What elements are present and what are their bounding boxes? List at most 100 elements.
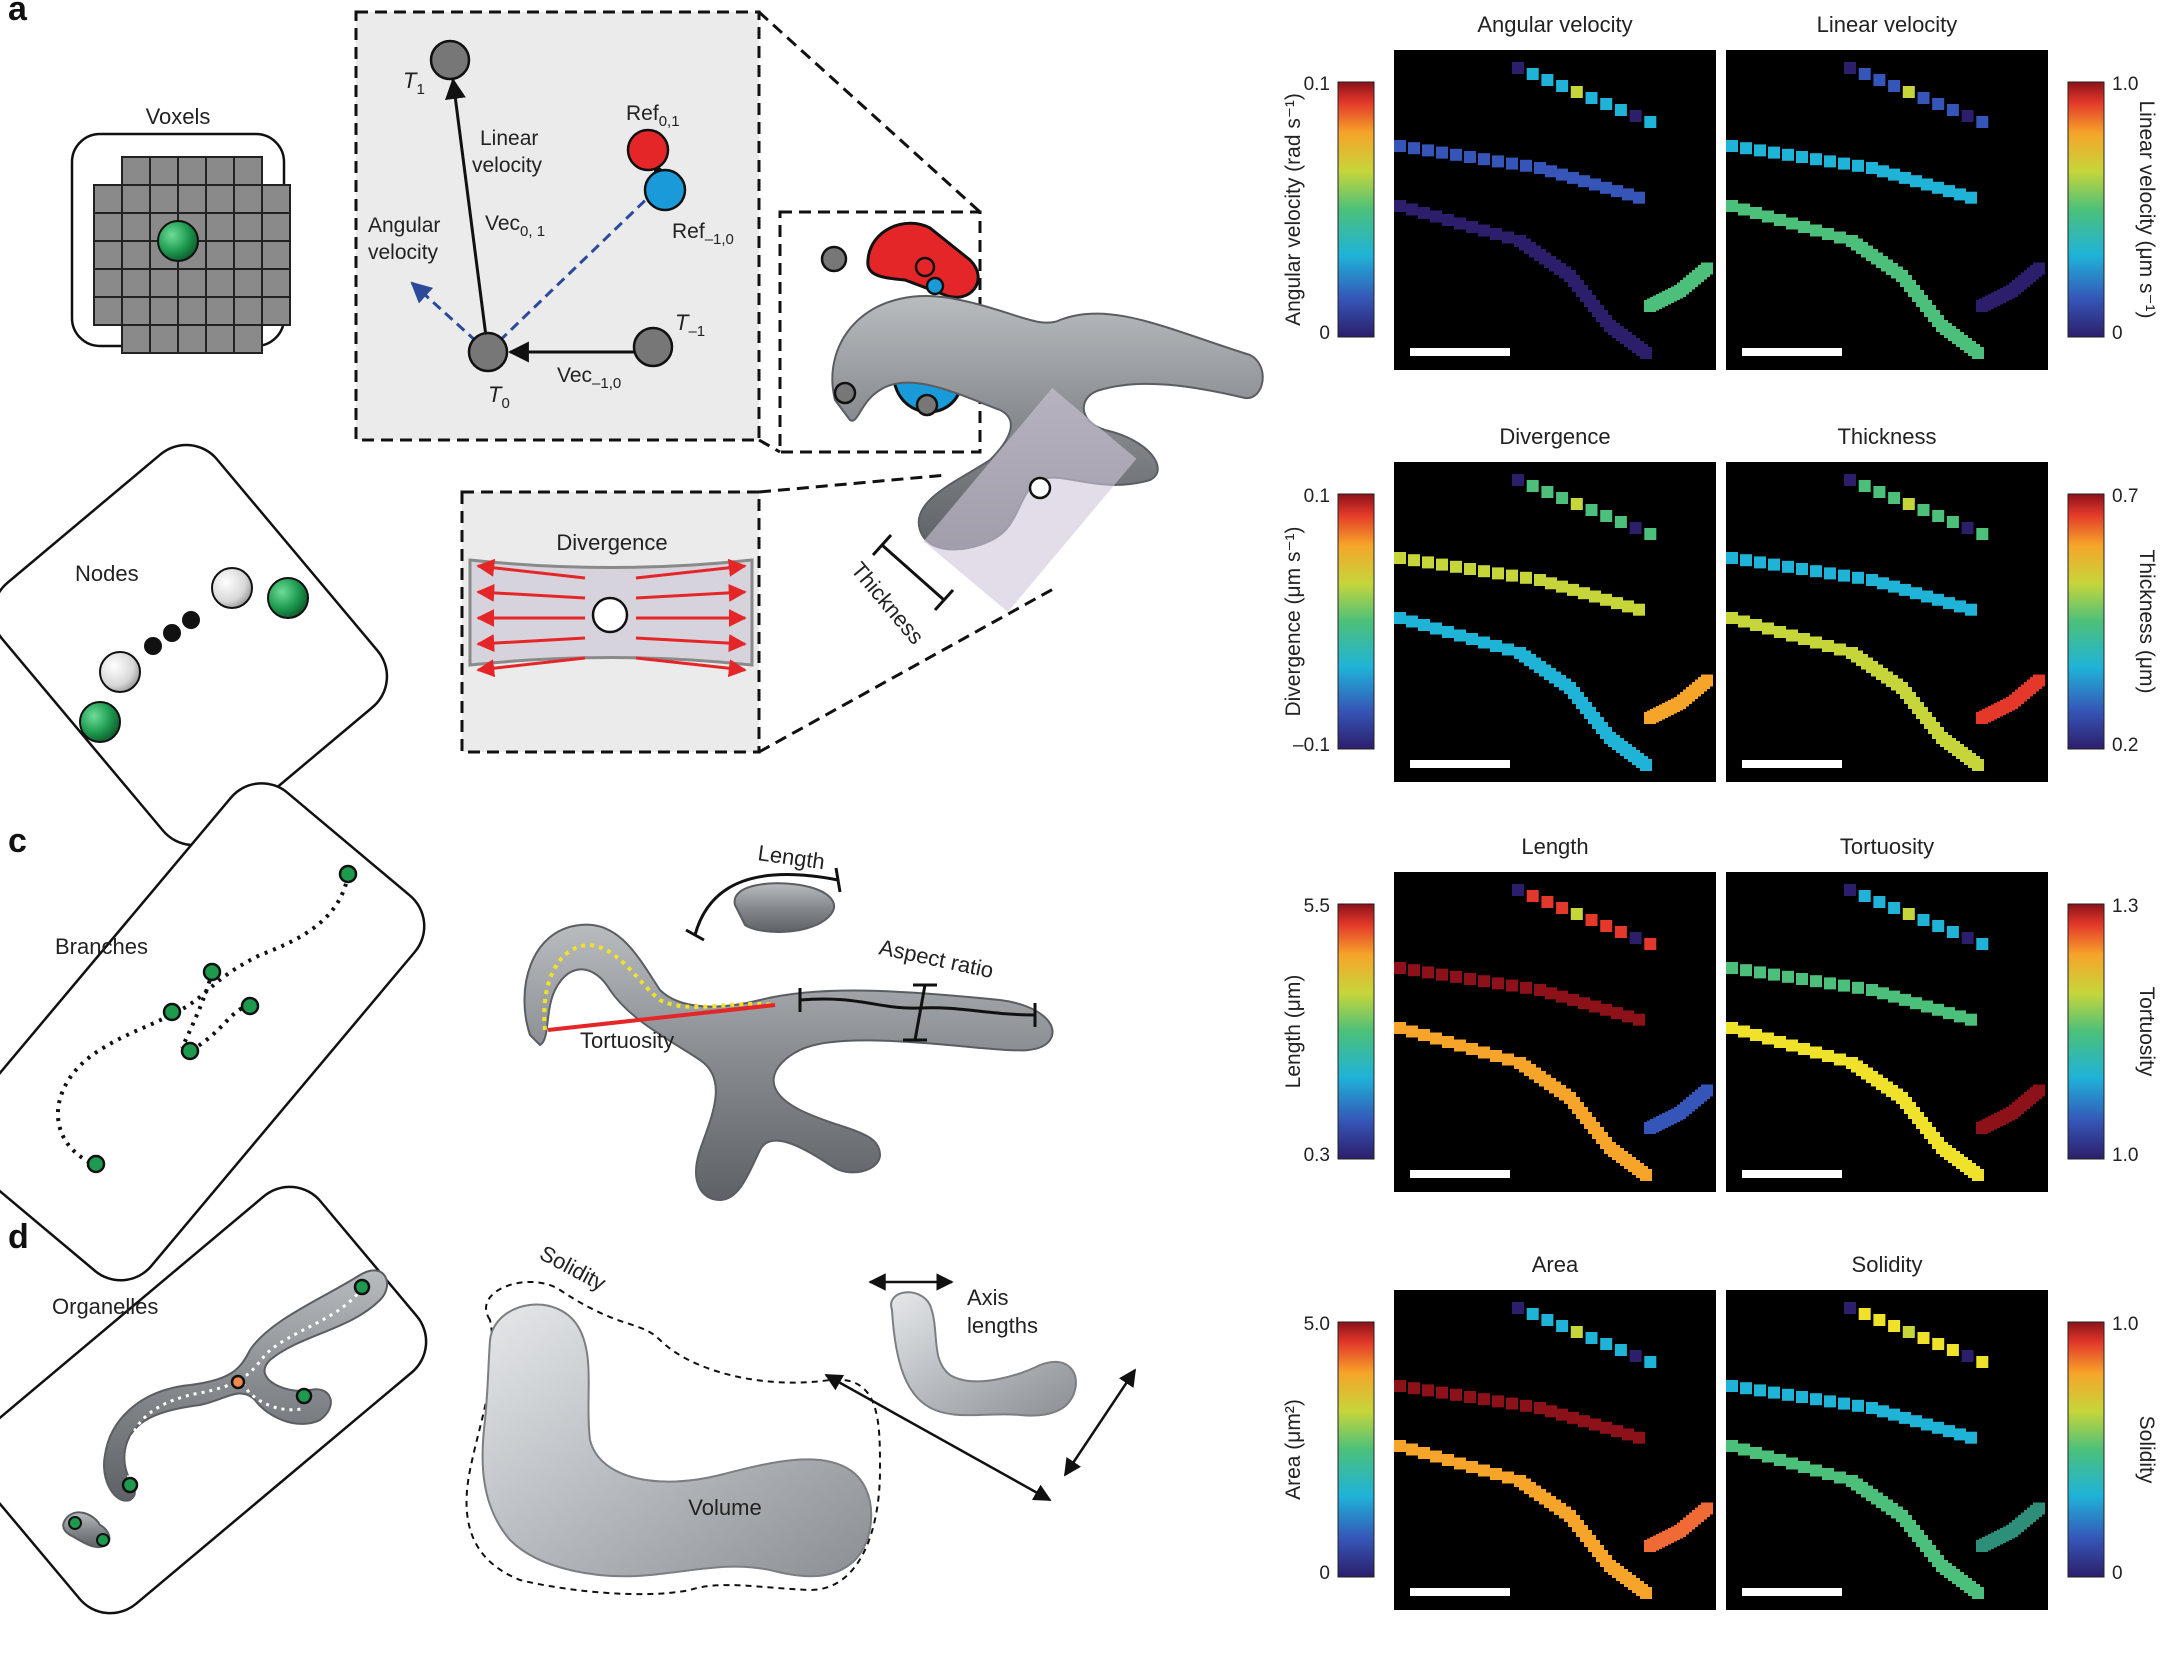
aspect-ratio-label: Aspect ratio <box>877 934 996 983</box>
map-pixel <box>1943 597 1955 610</box>
colorbar-right <box>2067 903 2105 1160</box>
map-pixel <box>1834 231 1846 244</box>
refm10-point <box>643 168 687 212</box>
colorbar-right-max: 1.3 <box>2112 896 2138 917</box>
map-pixel <box>1858 480 1871 492</box>
node-dot-icon <box>163 624 181 642</box>
map-pixel <box>1541 486 1554 498</box>
colorbar-left-min: 0.3 <box>1304 1145 1330 1166</box>
voxel-cell <box>149 324 179 354</box>
map-pixel <box>1762 622 1774 635</box>
map-pixel <box>1917 914 1930 926</box>
node-ball-white-icon <box>211 567 253 609</box>
map-pixel <box>1754 1384 1766 1397</box>
map-pixel <box>1418 619 1430 631</box>
map-pixel <box>1466 1461 1478 1473</box>
map-pixel <box>1490 1468 1502 1480</box>
map-pixel <box>1556 902 1569 914</box>
map-pixel <box>1888 492 1901 504</box>
map-pixel <box>1570 908 1583 920</box>
organelle-junction-icon <box>230 1374 246 1390</box>
map-pixel <box>1614 926 1627 938</box>
map-pixel <box>1888 580 1900 593</box>
map-pixel <box>1932 1003 1944 1016</box>
divergence-arrow <box>476 634 586 653</box>
map-pixel <box>1796 973 1808 985</box>
map-pixel <box>1932 510 1945 522</box>
voxel-cell <box>149 156 179 186</box>
colorbar-right <box>2067 1321 2105 1578</box>
map-pixel <box>1946 104 1959 116</box>
map-pixel <box>1534 1402 1546 1414</box>
colorbar-left-max: 0.1 <box>1304 486 1330 507</box>
map-pixel <box>1600 1338 1613 1350</box>
map-pixel <box>1852 571 1864 584</box>
tm1-label: T–1 <box>675 310 705 340</box>
map-pixel <box>1464 1391 1476 1403</box>
map-pixel <box>1866 574 1878 586</box>
map-pixel <box>1408 1382 1420 1395</box>
map-pixel <box>1738 1443 1750 1456</box>
colorbar-right-min: 0.2 <box>2112 735 2138 756</box>
colorbar-right-min: 0 <box>2112 323 2123 344</box>
colorbar-right-axis-label: Tortuosity <box>2135 987 2158 1077</box>
map-pixel <box>1738 1025 1750 1038</box>
map-pixel <box>1506 979 1518 992</box>
map-pixel <box>1578 175 1590 188</box>
colorbar-left <box>1337 81 1375 338</box>
map-pixel <box>1394 612 1406 624</box>
voxel-cell <box>93 212 123 242</box>
map-pixel <box>1545 165 1557 178</box>
map-pixel <box>1954 1010 1966 1023</box>
voxel-cell <box>121 268 151 298</box>
map-pixel <box>1822 228 1834 240</box>
map-pixel <box>1954 600 1966 613</box>
map-pixel <box>1466 221 1478 233</box>
map-pixel <box>1754 966 1766 979</box>
map-pixel <box>1750 1029 1762 1041</box>
map-pixel <box>1738 203 1750 216</box>
nodes-title: Nodes <box>75 561 139 586</box>
map-pixel <box>1932 920 1945 932</box>
map-pixel <box>1902 908 1915 920</box>
map-pixel <box>2033 262 2045 275</box>
map-pixel <box>1512 1302 1524 1314</box>
voxel-cell <box>93 240 123 270</box>
map-pixel <box>1866 1402 1878 1414</box>
map-pixel <box>1506 1397 1518 1410</box>
colorbar-right-axis-label: Solidity <box>2135 1416 2158 1484</box>
voxel-cell <box>149 268 179 298</box>
map-pixel <box>1782 560 1794 573</box>
colorbar-left-max: 5.5 <box>1304 896 1330 917</box>
map-pixel <box>1633 1013 1645 1026</box>
map-pixel <box>1726 612 1738 624</box>
vec01-label: Vec0, 1 <box>485 212 545 240</box>
map-pixel <box>1910 175 1922 188</box>
t1-label: T1 <box>403 68 425 98</box>
map-pixel <box>1972 347 1984 359</box>
map-pixel <box>1422 556 1434 569</box>
voxel-cell <box>121 324 151 354</box>
map-pixel <box>1954 188 1966 201</box>
organelle-node-icon <box>295 1387 313 1405</box>
map-pixel <box>1408 142 1420 155</box>
map-title-right: Thickness <box>1837 424 1936 449</box>
map-pixel <box>1490 1050 1502 1062</box>
map-pixel <box>1873 896 1886 908</box>
map-image-right <box>1726 50 2048 370</box>
divergence-box: Divergence <box>460 490 761 754</box>
map-pixel <box>1899 1411 1911 1424</box>
map-pixel <box>1629 522 1642 534</box>
panel-letter-c: c <box>8 822 27 860</box>
voxel-cell <box>233 268 263 298</box>
map-pixel <box>1450 970 1462 983</box>
map-pixel <box>1394 1440 1406 1452</box>
map-pixel <box>1408 964 1420 977</box>
map-pixel <box>1614 1344 1627 1356</box>
node-dot-icon <box>144 637 162 655</box>
map-pixel <box>1965 1431 1977 1444</box>
map-pixel <box>1701 1084 1713 1097</box>
map-pixel <box>1838 979 1850 992</box>
tm1-point <box>632 326 674 368</box>
